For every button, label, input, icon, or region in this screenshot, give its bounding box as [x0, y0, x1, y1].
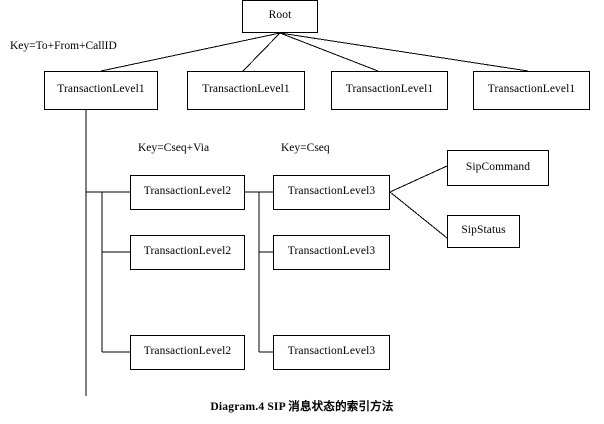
key-label-level3: Key=Cseq	[281, 142, 330, 154]
edge-level3-to-sip-command	[389, 165, 448, 193]
node-transaction-level1-2[interactable]: TransactionLevel1	[187, 71, 305, 110]
node-transaction-level1-4-label: TransactionLevel1	[487, 83, 576, 96]
node-transaction-level3-1-label: TransactionLevel3	[287, 185, 376, 198]
node-transaction-level1-4[interactable]: TransactionLevel1	[473, 71, 590, 110]
node-sip-status-label: SipStatus	[461, 224, 506, 237]
node-transaction-level3-3[interactable]: TransactionLevel3	[273, 335, 390, 370]
edge-root-to-level1-2	[242, 32, 281, 72]
key-label-level1: Key=To+From+CallID	[10, 40, 117, 52]
node-sip-command[interactable]: SipCommand	[447, 150, 549, 186]
node-transaction-level2-3[interactable]: TransactionLevel2	[130, 335, 245, 370]
node-transaction-level2-2-label: TransactionLevel2	[143, 245, 232, 258]
node-transaction-level1-2-label: TransactionLevel1	[202, 83, 290, 96]
node-transaction-level3-1[interactable]: TransactionLevel3	[273, 175, 390, 210]
node-transaction-level2-1-label: TransactionLevel2	[143, 185, 232, 198]
figure-caption: Diagram.4 SIP 消息状态的索引方法	[210, 401, 394, 413]
node-root[interactable]: Root	[242, 0, 318, 33]
node-transaction-level3-2[interactable]: TransactionLevel3	[273, 235, 390, 270]
node-transaction-level1-3[interactable]: TransactionLevel1	[331, 71, 448, 110]
node-transaction-level1-3-label: TransactionLevel1	[345, 83, 434, 96]
key-label-level2: Key=Cseq+Via	[138, 142, 210, 154]
node-transaction-level3-2-label: TransactionLevel3	[287, 245, 376, 258]
node-transaction-level3-3-label: TransactionLevel3	[287, 345, 376, 358]
edge-root-to-level1-4	[279, 32, 529, 72]
edge-level3-to-sip-status	[389, 191, 448, 239]
node-transaction-level2-3-label: TransactionLevel2	[143, 345, 232, 358]
node-transaction-level2-2[interactable]: TransactionLevel2	[130, 235, 245, 270]
node-transaction-level1-1[interactable]: TransactionLevel1	[44, 71, 158, 110]
node-transaction-level1-1-label: TransactionLevel1	[57, 83, 145, 96]
node-sip-command-label: SipCommand	[465, 160, 531, 173]
node-root-label: Root	[268, 9, 292, 22]
node-transaction-level2-1[interactable]: TransactionLevel2	[130, 175, 245, 210]
edge-root-to-level1-3	[279, 32, 379, 72]
edge-root-to-level1-1	[100, 32, 281, 72]
node-sip-status[interactable]: SipStatus	[447, 215, 520, 248]
